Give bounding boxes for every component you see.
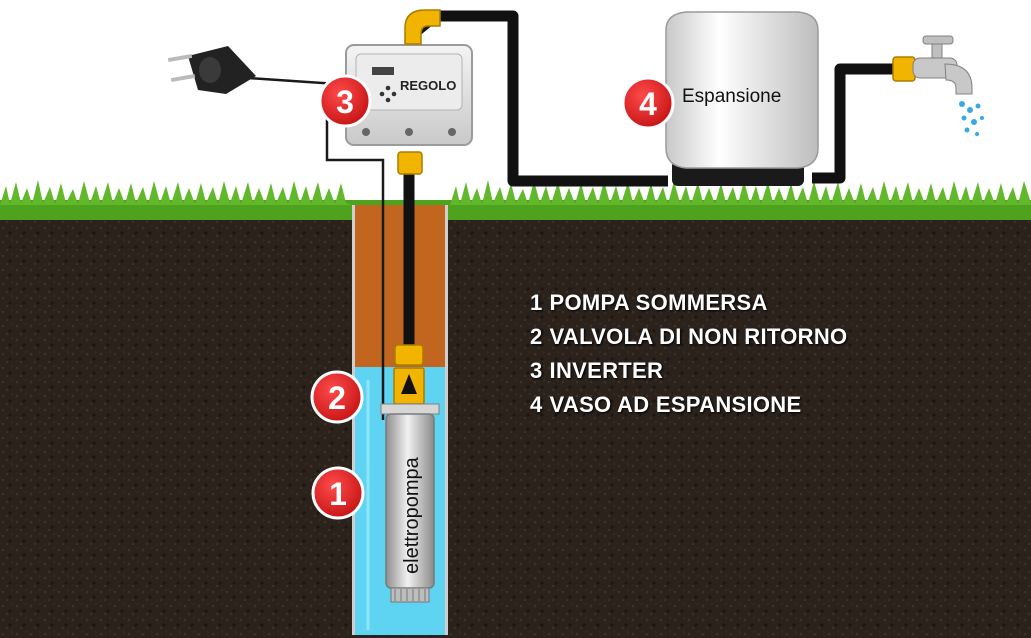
badge-3-number: 3	[336, 84, 354, 120]
badge-1: 1	[311, 466, 365, 520]
pump-body-label: elettropompa	[401, 456, 423, 574]
inverter-brand-label: REGOLO	[400, 78, 456, 93]
tank-label: Espansione	[682, 86, 781, 107]
check-valve-arrow-icon	[401, 374, 417, 394]
soil-ground	[0, 215, 1031, 638]
submersible-pump: elettropompa	[380, 403, 440, 603]
legend-text: POMPA SOMMERSA	[549, 290, 768, 315]
badge-2: 2	[310, 370, 364, 424]
legend-number: 1	[530, 290, 543, 315]
badge-4-number: 4	[639, 86, 657, 122]
legend-text: VALVOLA DI NON RITORNO	[549, 324, 848, 349]
legend-text: INVERTER	[549, 358, 664, 383]
check-valve	[393, 367, 425, 405]
badge-3: 3	[318, 74, 372, 128]
power-plug-icon	[167, 46, 256, 94]
badge-1-number: 1	[329, 476, 347, 512]
water-tap-icon	[912, 35, 984, 136]
legend-number: 2	[530, 324, 543, 349]
brass-fitting	[394, 9, 916, 366]
legend-text: VASO AD ESPANSIONE	[549, 392, 802, 417]
legend-number: 4	[530, 392, 543, 417]
badge-2-number: 2	[328, 380, 346, 416]
expansion-tank: Espansione	[665, 11, 819, 186]
legend-number: 3	[530, 358, 543, 383]
grass-strip	[0, 180, 1031, 220]
badge-4: 4	[621, 76, 675, 130]
